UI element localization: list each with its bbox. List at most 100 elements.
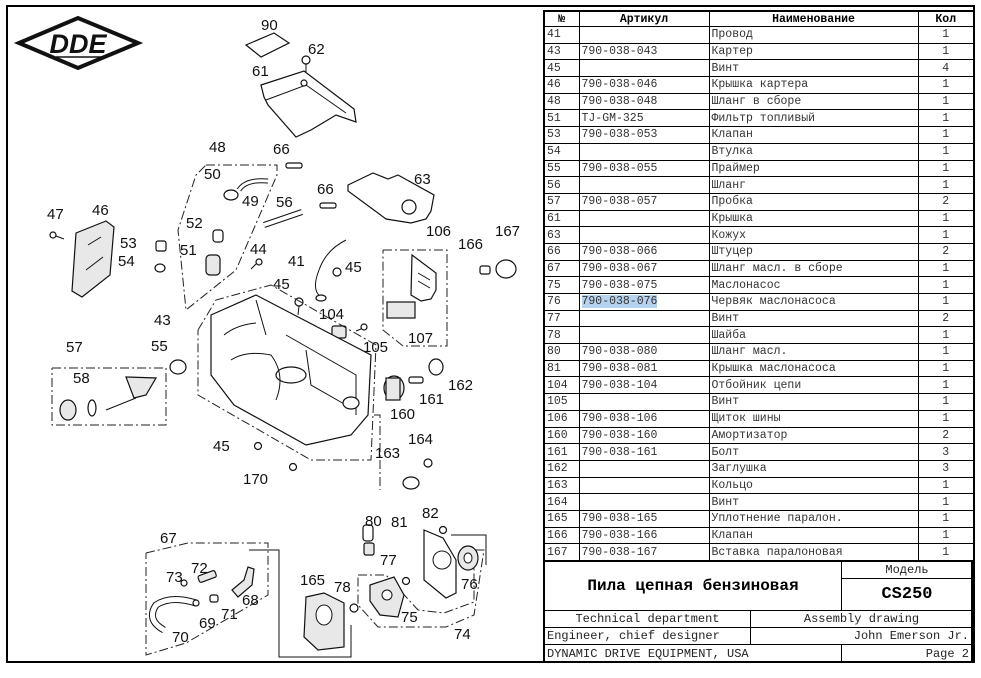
part-name-cell: Щиток шины: [708, 409, 919, 428]
part-45-screw-a: [332, 267, 342, 277]
part-number-cell: 162: [543, 459, 580, 478]
quantity-cell: 1: [917, 76, 975, 94]
part-name-cell: Фильтр топливый: [708, 109, 919, 128]
title-block: Пила цепная бензиновая Модель CS250 Tech…: [543, 560, 973, 663]
callout: 164: [408, 431, 433, 448]
assembly-67-outline: [145, 542, 269, 656]
callout: 82: [422, 505, 439, 522]
part-45-screw-c: [253, 441, 263, 451]
part-number-cell: 105: [543, 393, 580, 411]
callout: 62: [308, 41, 325, 58]
part-name-cell: Крышка маслонасоса: [708, 359, 919, 378]
callout: 167: [495, 223, 520, 240]
part-number-cell: 81: [543, 359, 580, 378]
quantity-cell: 2: [917, 309, 975, 328]
article-cell: 790-038-067: [578, 259, 710, 278]
part-73-washer: [180, 579, 188, 587]
callout-labels: 90 62 61 48 66 50 49 56 66 63 47 46 52 1…: [47, 17, 520, 646]
part-43-crankcase: [210, 294, 372, 446]
quantity-cell: 2: [917, 426, 975, 445]
selected-text-highlight[interactable]: 790-038-076: [581, 295, 658, 309]
callout: 52: [186, 215, 203, 232]
callout: 68: [242, 592, 259, 609]
part-41-wire: [315, 239, 347, 302]
article-cell: 790-038-106: [578, 409, 710, 428]
callout: 57: [66, 339, 83, 356]
callout: 45: [345, 259, 362, 276]
part-164-screw: [423, 458, 433, 468]
part-80-oil-hose: [362, 524, 375, 556]
part-name-cell: Крышка: [708, 209, 919, 228]
part-90-pad: [244, 32, 291, 58]
part-number-cell: 164: [543, 493, 580, 511]
person-name: John Emerson Jr.: [750, 627, 973, 645]
article-cell: TJ-GM-325: [578, 109, 710, 128]
part-name-cell: Шланг в сборе: [708, 92, 919, 111]
part-name-cell: Провод: [708, 26, 919, 44]
part-number-cell: 106: [543, 409, 580, 428]
part-170-screw: [288, 462, 298, 472]
callout: 45: [273, 276, 290, 293]
part-49-hose: [236, 178, 269, 192]
product-name: Пила цепная бензиновая: [544, 561, 842, 611]
callout: 162: [448, 377, 473, 394]
article-cell: 790-038-167: [578, 543, 710, 562]
callout: 80: [365, 513, 382, 530]
part-70-oil-hose: [148, 596, 198, 634]
callout: 107: [408, 330, 433, 347]
part-number-cell: 53: [543, 126, 580, 144]
part-name-cell: Кольцо: [708, 476, 919, 495]
quantity-cell: 1: [917, 409, 975, 428]
part-51-fuel-filter: [205, 254, 221, 276]
part-number-cell: 51: [543, 109, 580, 128]
part-61-cover: [260, 70, 357, 138]
part-78-washer: [349, 603, 359, 613]
part-number-cell: 161: [543, 443, 580, 461]
article-cell: [578, 176, 710, 194]
article-cell: [578, 142, 710, 161]
part-name-cell: Винт: [708, 493, 919, 511]
article-cell: [578, 493, 710, 511]
quantity-cell: 1: [917, 526, 975, 545]
quantity-cell: 1: [917, 493, 975, 511]
quantity-cell: 1: [917, 226, 975, 244]
quantity-cell: 2: [917, 242, 975, 261]
part-name-cell: Шайба: [708, 326, 919, 345]
quantity-cell: 1: [917, 159, 975, 178]
callout: 72: [191, 560, 208, 577]
part-number-cell: 46: [543, 76, 580, 94]
